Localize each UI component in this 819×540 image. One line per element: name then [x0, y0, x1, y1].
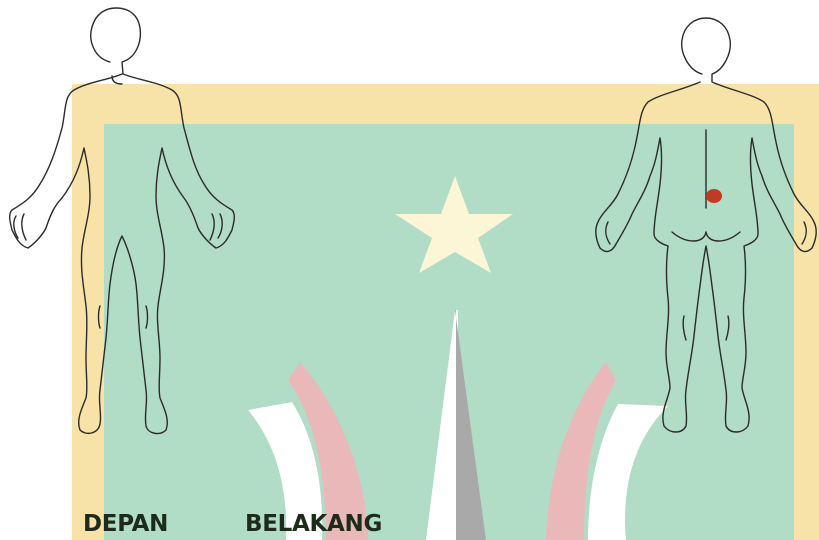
front-view-label: DEPAN: [83, 510, 168, 538]
pain-marker-lower-back[interactable]: [706, 189, 722, 203]
background-emblem: [72, 84, 819, 540]
back-view-label: BELAKANG: [245, 510, 382, 538]
